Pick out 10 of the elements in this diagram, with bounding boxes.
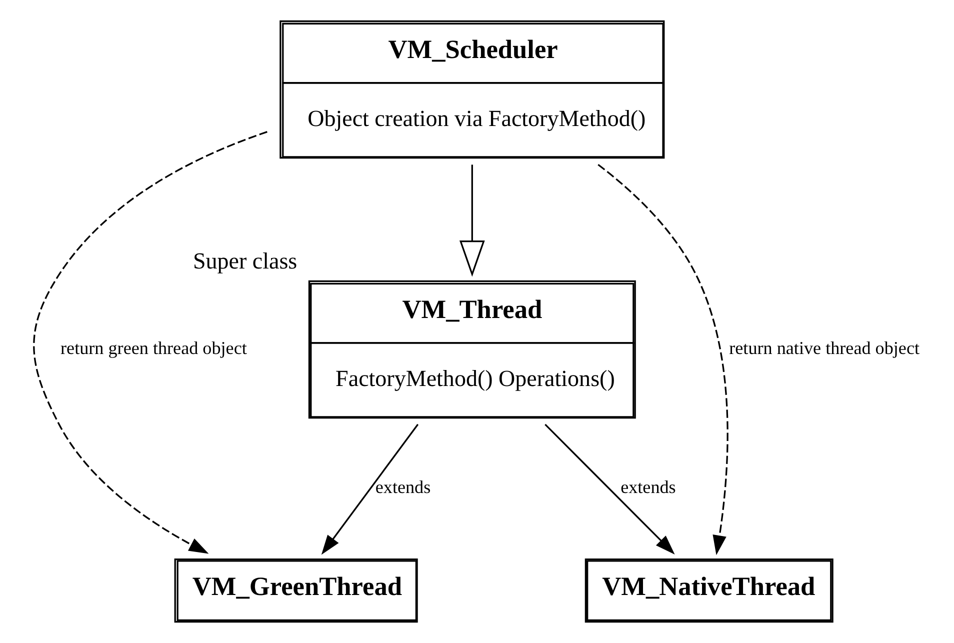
arrow bbox=[458, 164, 484, 277]
arrow bbox=[544, 424, 674, 554]
edge-label: extends bbox=[620, 477, 676, 498]
edge-label: extends bbox=[374, 477, 430, 498]
edge-label: return green thread object bbox=[60, 338, 246, 358]
edge-label: return native thread object bbox=[728, 338, 920, 358]
arrow bbox=[320, 424, 418, 555]
arrow bbox=[32, 131, 267, 554]
node-label: Super class bbox=[192, 247, 297, 274]
arrow bbox=[597, 164, 728, 556]
